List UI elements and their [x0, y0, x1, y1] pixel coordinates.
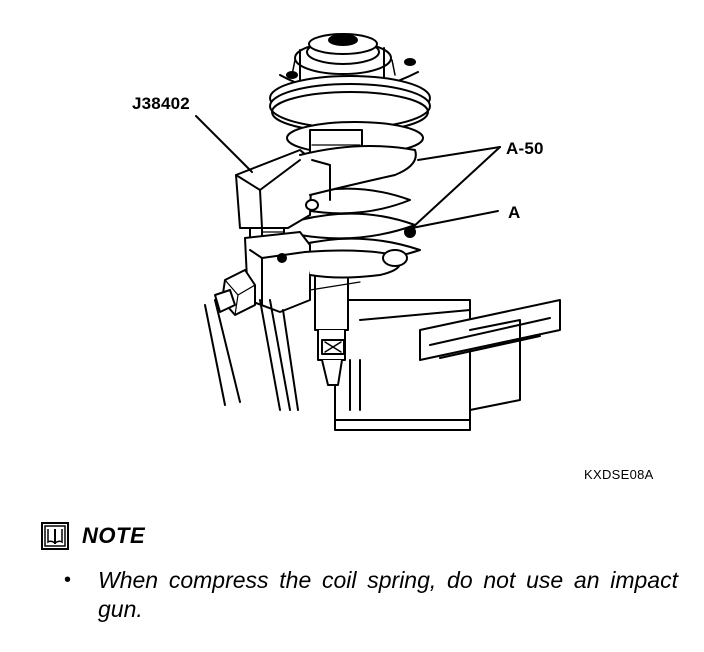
list-item: • When compress the coil spring, do not …	[64, 566, 684, 624]
note-text: When compress the coil spring, do not us…	[98, 567, 678, 622]
note-book-icon	[41, 522, 69, 550]
strut-body	[309, 269, 361, 386]
note-header: NOTE	[40, 518, 145, 554]
figure-code: KXDSE08A	[584, 467, 654, 482]
callout-tool-label: J38402	[132, 94, 190, 113]
spring-compressor-tool	[204, 145, 417, 411]
bullet: •	[64, 569, 72, 591]
note-title: NOTE	[82, 523, 146, 548]
note-list: • When compress the coil spring, do not …	[64, 566, 684, 624]
callout-part-label: A	[508, 203, 521, 222]
callout-adapter-label: A-50	[506, 139, 544, 158]
vise-base	[334, 299, 561, 431]
strut-spring-compressor-illustration: J38402 A-50 A	[132, 33, 561, 431]
leader-lines	[195, 115, 501, 229]
strut-top-mount	[269, 33, 431, 133]
